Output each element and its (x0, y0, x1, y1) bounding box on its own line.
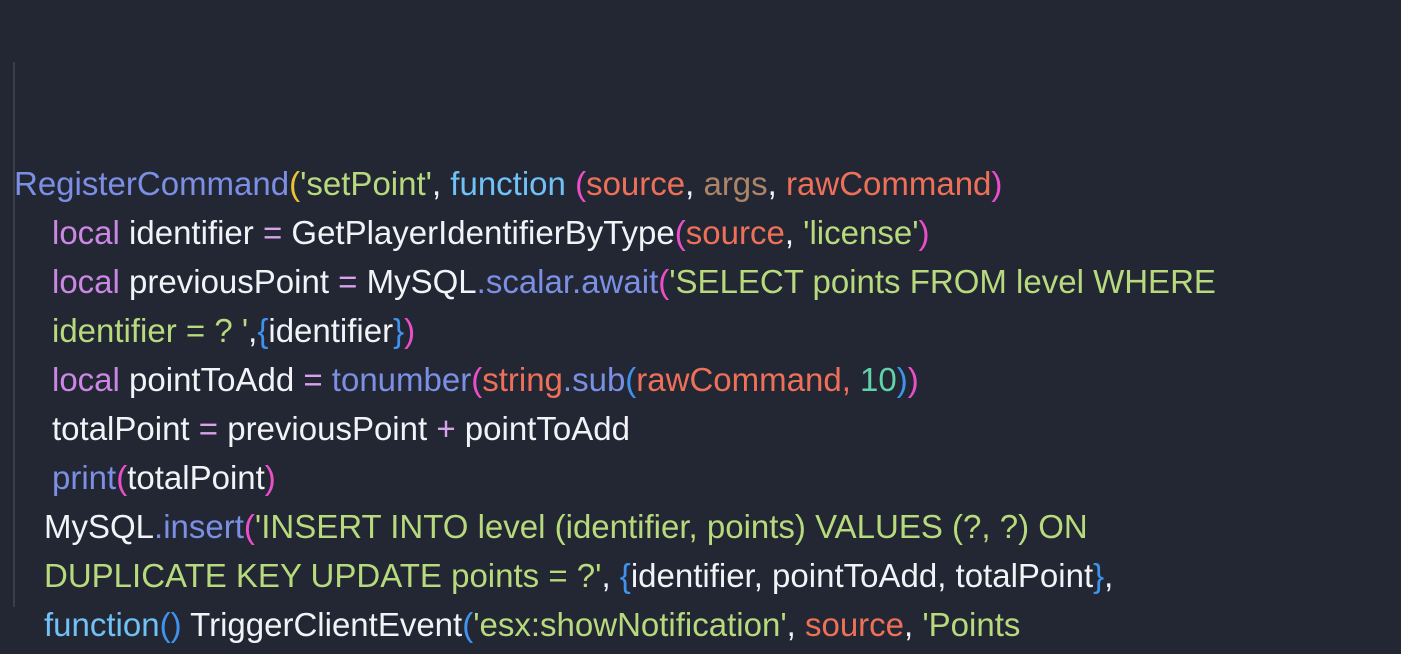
code-token: 10 (860, 361, 897, 398)
code-token: DUPLICATE KEY UPDATE points = ?' (44, 557, 602, 594)
code-token: ) (264, 459, 276, 496)
code-token: RegisterCommand (14, 165, 290, 202)
code-token: function (44, 606, 160, 643)
code-token: identifier (119, 214, 263, 251)
code-token: } (1093, 557, 1105, 594)
code-token: local (52, 361, 120, 398)
code-token: , (767, 165, 787, 202)
code-token: , (784, 214, 804, 251)
code-token: () (159, 606, 182, 643)
code-token: .insert (154, 508, 244, 545)
code-token: ) (991, 165, 1003, 202)
code-token (851, 361, 860, 398)
code-token: local (52, 263, 120, 300)
indent-guide-line (13, 62, 15, 607)
code-line[interactable]: identifier = ? ',{identifier}) (0, 306, 1401, 355)
code-token: ( (575, 165, 587, 202)
code-token: ( (116, 459, 128, 496)
code-line[interactable]: local previousPoint = MySQL.scalar.await… (0, 257, 1401, 306)
code-line[interactable]: totalPoint = previousPoint + pointToAdd (0, 404, 1401, 453)
code-token: , (431, 165, 451, 202)
code-token: = (338, 263, 358, 300)
code-token: local (52, 214, 120, 251)
code-token: pointToAdd (455, 410, 630, 447)
code-token: ( (462, 606, 474, 643)
code-token: 'INSERT INTO level (identifier, points) … (254, 508, 1088, 545)
code-token: totalPoint (52, 410, 199, 447)
code-token: identifier = ? ' (52, 312, 249, 349)
code-token: ( (625, 361, 637, 398)
code-token: source (586, 165, 686, 202)
code-token: args (703, 165, 768, 202)
code-token: MySQL (44, 508, 155, 545)
code-lines-container: RegisterCommand('setPoint', function (so… (0, 159, 1401, 654)
code-token: + (436, 410, 456, 447)
code-token: 'license' (803, 214, 919, 251)
code-token: identifier, pointToAdd, totalPoint (630, 557, 1094, 594)
code-token: function (450, 165, 566, 202)
code-token: totalPoint (127, 459, 265, 496)
code-token: MySQL (357, 263, 477, 300)
code-line[interactable]: local pointToAdd = tonumber(string.sub(r… (0, 355, 1401, 404)
code-token: = (262, 214, 283, 251)
code-token: print (52, 459, 117, 496)
code-token: , (248, 312, 258, 349)
code-token: ) (896, 361, 908, 398)
code-line[interactable]: DUPLICATE KEY UPDATE points = ?', {ident… (0, 551, 1401, 600)
code-token: ( (471, 361, 483, 398)
code-token (323, 361, 332, 398)
code-token: ( (674, 214, 686, 251)
code-token: ) (404, 312, 416, 349)
code-token: ( (658, 263, 670, 300)
code-line[interactable]: function() TriggerClientEvent('esx:showN… (0, 600, 1401, 649)
code-token: = (303, 361, 323, 398)
code-token: { (257, 312, 269, 349)
code-token: source (685, 214, 785, 251)
code-token: previousPoint (119, 263, 339, 300)
code-token: identifier (268, 312, 394, 349)
code-token: { (619, 557, 631, 594)
code-token: tonumber (331, 361, 472, 398)
code-token: TriggerClientEvent (181, 606, 463, 643)
code-token: , (786, 606, 805, 643)
code-line[interactable]: print(totalPoint) (0, 453, 1401, 502)
code-token: pointToAdd (119, 361, 304, 398)
code-token: .sub (562, 361, 626, 398)
code-line[interactable]: local identifier = GetPlayerIdentifierBy… (0, 208, 1401, 257)
code-token: 'esx:showNotification' (473, 606, 787, 643)
code-token: string (482, 361, 563, 398)
code-token: .scalar.await (476, 263, 659, 300)
code-line[interactable]: RegisterCommand('setPoint', function (so… (0, 159, 1401, 208)
code-token: 'setPoint' (300, 165, 432, 202)
code-token: , (841, 361, 851, 398)
code-token: GetPlayerIdentifierByType (282, 214, 675, 251)
code-token: = (198, 410, 219, 447)
code-token: ) (918, 214, 930, 251)
code-token: , (601, 557, 620, 594)
code-line[interactable]: Added!') end) (0, 649, 1401, 654)
code-token: 'Points (922, 606, 1021, 643)
code-token: ( (289, 165, 301, 202)
code-token: , (685, 165, 704, 202)
code-token: , (1104, 557, 1114, 594)
code-token: source (804, 606, 905, 643)
code-token (566, 165, 575, 202)
code-token: } (393, 312, 405, 349)
code-token: rawCommand (786, 165, 992, 202)
code-token: previousPoint (218, 410, 437, 447)
code-token: , (904, 606, 923, 643)
code-line[interactable]: MySQL.insert('INSERT INTO level (identif… (0, 502, 1401, 551)
code-token: ( (243, 508, 255, 545)
code-token: ) (907, 361, 919, 398)
code-token: 'SELECT points FROM level WHERE (669, 263, 1216, 300)
code-token: rawCommand (636, 361, 842, 398)
